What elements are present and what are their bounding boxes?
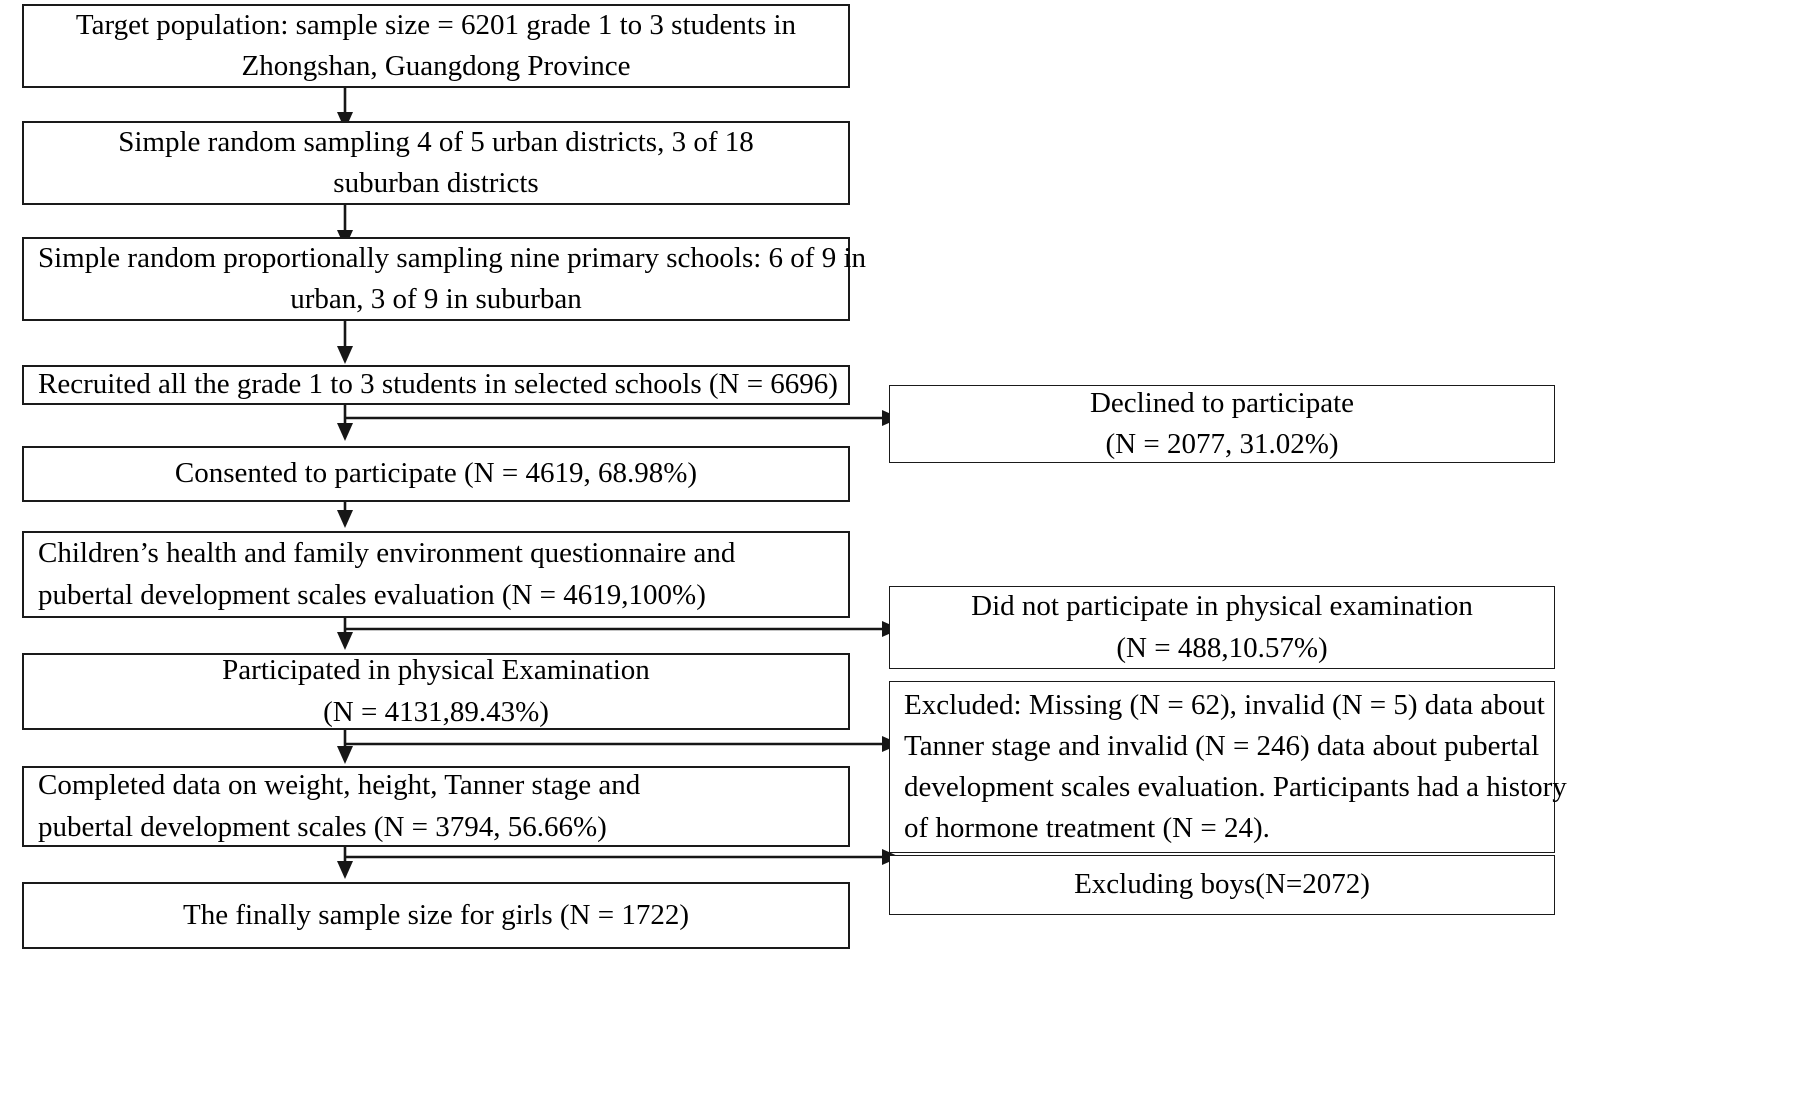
- node-line: Recruited all the grade 1 to 3 students …: [38, 368, 838, 401]
- node-questionnaire: Children’s health and family environment…: [22, 531, 850, 618]
- node-line: Participated in physical Examination: [222, 654, 650, 687]
- node-line: Excluded: Missing (N = 62), invalid (N =…: [904, 688, 1545, 721]
- node-recruited: Recruited all the grade 1 to 3 students …: [22, 365, 850, 405]
- node-line: Zhongshan, Guangdong Province: [241, 50, 631, 82]
- node-line: Consented to participate (N = 4619, 68.9…: [174, 457, 698, 490]
- node-line: urban, 3 of 9 in suburban: [290, 283, 582, 315]
- node-line: pubertal development scales evaluation (…: [38, 578, 706, 611]
- node-line: suburban districts: [333, 167, 539, 199]
- node-line: The finally sample size for girls (N = 1…: [183, 898, 689, 931]
- node-line: Declined to participate: [1089, 386, 1355, 419]
- node-declined: Declined to participate (N = 2077, 31.02…: [889, 385, 1555, 463]
- node-consented: Consented to participate (N = 4619, 68.9…: [22, 446, 850, 502]
- node-completed-data: Completed data on weight, height, Tanner…: [22, 766, 850, 847]
- node-line: development scales evaluation. Participa…: [904, 771, 1567, 803]
- node-line: Completed data on weight, height, Tanner…: [38, 769, 641, 802]
- node-line: (N = 488,10.57%): [1116, 631, 1328, 664]
- node-line: Tanner stage and invalid (N = 246) data …: [904, 729, 1540, 762]
- node-line: pubertal development scales (N = 3794, 5…: [38, 810, 607, 843]
- node-district-sampling: Simple random sampling 4 of 5 urban dist…: [22, 121, 850, 205]
- node-line: Target population: sample size = 6201 gr…: [75, 8, 797, 41]
- node-target-population: Target population: sample size = 6201 gr…: [22, 4, 850, 88]
- node-line: Children’s health and family environment…: [38, 537, 736, 570]
- node-excluded-data: Excluded: Missing (N = 62), invalid (N =…: [889, 681, 1567, 853]
- node-line: (N = 4131,89.43%): [323, 695, 549, 728]
- node-final-sample: The finally sample size for girls (N = 1…: [22, 882, 850, 949]
- node-line: of hormone treatment (N = 24).: [904, 812, 1270, 845]
- node-physical-exam: Participated in physical Examination (N …: [22, 653, 850, 730]
- node-line: Simple random proportionally sampling ni…: [38, 241, 867, 274]
- node-line: Simple random sampling 4 of 5 urban dist…: [118, 125, 754, 158]
- node-line: Excluding boys(N=2072): [1074, 868, 1370, 901]
- node-line: (N = 2077, 31.02%): [1105, 428, 1339, 460]
- node-school-sampling: Simple random proportionally sampling ni…: [22, 237, 867, 321]
- node-no-physical-exam: Did not participate in physical examinat…: [889, 586, 1555, 669]
- node-line: Did not participate in physical examinat…: [971, 590, 1473, 623]
- node-excluding-boys: Excluding boys(N=2072): [889, 855, 1555, 915]
